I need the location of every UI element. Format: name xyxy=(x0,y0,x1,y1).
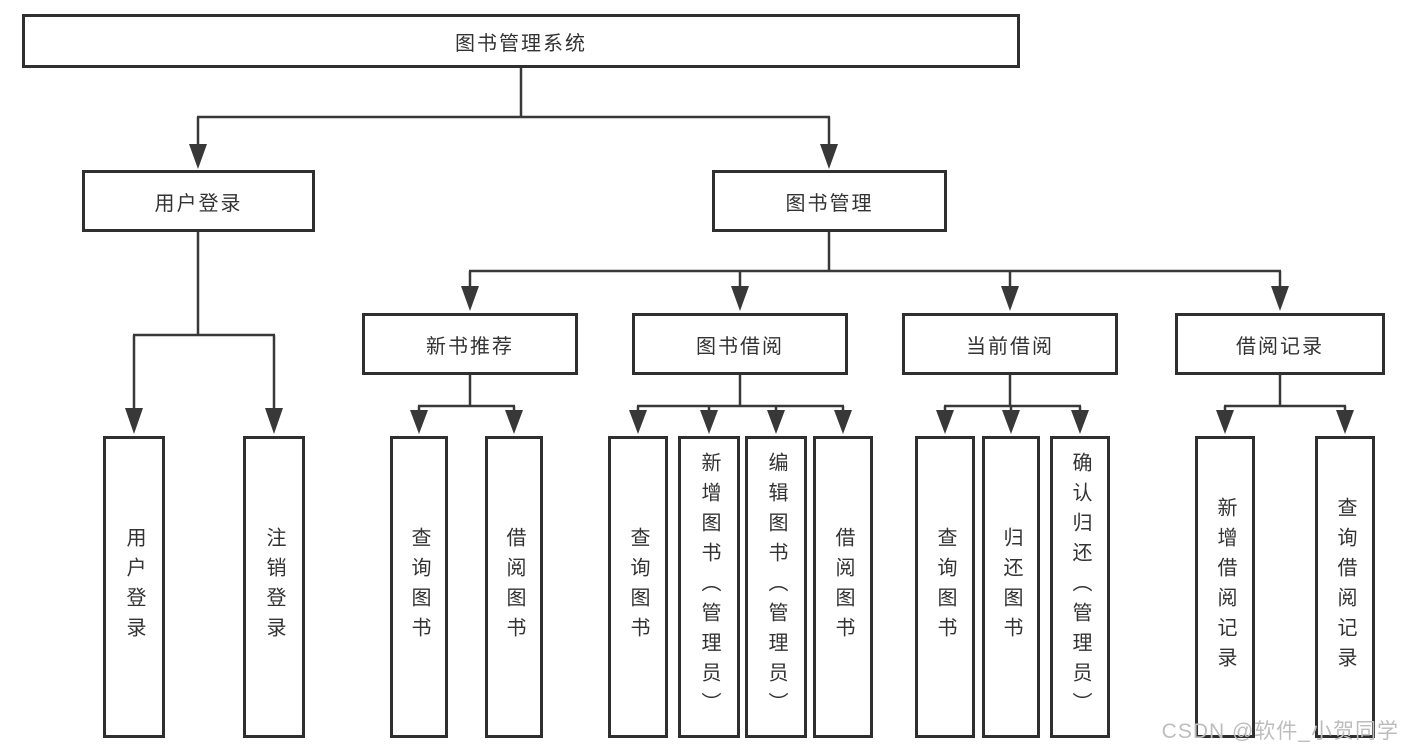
leaf-borrow-books: 借阅图书 xyxy=(813,436,873,738)
node-book-borrow: 图书借阅 xyxy=(632,313,848,375)
leaf-confirm-return-admin: 确认归还（管理员） xyxy=(1050,436,1110,738)
connector-book-borrow-children xyxy=(629,375,852,434)
node-book-borrow-label: 图书借阅 xyxy=(696,335,784,358)
node-current-borrow: 当前借阅 xyxy=(902,313,1118,375)
leaf-add-borrow-record-label: 新增借阅记录 xyxy=(1214,497,1236,677)
node-borrow-records: 借阅记录 xyxy=(1175,313,1385,375)
node-root-system: 图书管理系统 xyxy=(22,14,1020,68)
leaf-edit-books-admin: 编辑图书（管理员） xyxy=(745,436,807,738)
leaf-logout: 注销登录 xyxy=(243,436,305,738)
leaf-query-books-current-label: 查询图书 xyxy=(934,527,956,647)
node-user-login-branch: 用户登录 xyxy=(82,170,315,232)
connector-borrow-records-children xyxy=(1216,375,1354,434)
node-borrow-records-label: 借阅记录 xyxy=(1236,335,1324,358)
leaf-confirm-return-admin-label: 确认归还（管理员） xyxy=(1069,452,1091,722)
leaf-query-books-borrow-label: 查询图书 xyxy=(627,527,649,647)
leaf-add-books-admin-label: 新增图书（管理员） xyxy=(698,452,720,722)
connector-user-login-children xyxy=(125,232,283,434)
connector-current-borrow-children xyxy=(936,375,1089,434)
leaf-query-books-recommend-label: 查询图书 xyxy=(408,527,430,647)
csdn-watermark: CSDN @软件_小贺同学 xyxy=(1161,720,1399,743)
leaf-user-login: 用户登录 xyxy=(103,436,165,738)
leaf-add-books-admin: 新增图书（管理员） xyxy=(678,436,740,738)
connector-book-management-children xyxy=(461,232,1289,311)
node-root-system-label: 图书管理系统 xyxy=(455,32,587,55)
leaf-query-books-current: 查询图书 xyxy=(915,436,975,738)
leaf-logout-label: 注销登录 xyxy=(263,527,285,647)
node-user-login-branch-label: 用户登录 xyxy=(154,192,243,215)
leaf-borrow-books-recommend: 借阅图书 xyxy=(485,436,543,738)
connector-new-book-children xyxy=(410,375,523,434)
node-book-management-branch-label: 图书管理 xyxy=(785,192,874,215)
leaf-return-books-label: 归还图书 xyxy=(1000,527,1022,647)
leaf-user-login-label: 用户登录 xyxy=(123,527,145,647)
leaf-borrow-books-recommend-label: 借阅图书 xyxy=(503,527,525,647)
node-new-book-recommend: 新书推荐 xyxy=(362,313,578,375)
connector-root-to-branches xyxy=(189,68,838,169)
node-new-book-recommend-label: 新书推荐 xyxy=(426,335,514,358)
leaf-query-borrow-record-label: 查询借阅记录 xyxy=(1334,497,1356,677)
leaf-add-borrow-record: 新增借阅记录 xyxy=(1195,436,1255,738)
node-current-borrow-label: 当前借阅 xyxy=(966,335,1054,358)
leaf-edit-books-admin-label: 编辑图书（管理员） xyxy=(765,452,787,722)
leaf-query-books-borrow: 查询图书 xyxy=(608,436,668,738)
leaf-return-books: 归还图书 xyxy=(982,436,1040,738)
leaf-borrow-books-label: 借阅图书 xyxy=(832,527,854,647)
leaf-query-books-recommend: 查询图书 xyxy=(390,436,448,738)
node-book-management-branch: 图书管理 xyxy=(712,170,947,232)
leaf-query-borrow-record: 查询借阅记录 xyxy=(1315,436,1375,738)
